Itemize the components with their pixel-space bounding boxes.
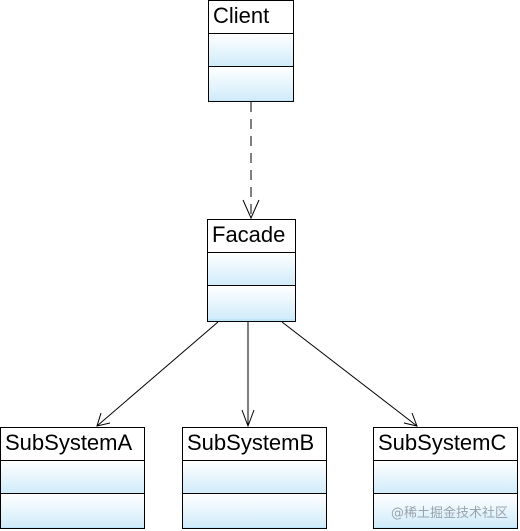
subsystem-c-class-name: SubSystemC — [374, 428, 517, 461]
facade-attributes-compartment — [208, 253, 295, 286]
subsystem-a-operations-compartment — [1, 494, 144, 527]
subsystem-a-class-name: SubSystemA — [1, 428, 144, 461]
client-operations-compartment — [209, 67, 293, 100]
subsystem-c-class-box[interactable]: SubSystemC — [373, 427, 518, 529]
subsystem-a-class-box[interactable]: SubSystemA — [0, 427, 145, 529]
subsystem-b-operations-compartment — [183, 494, 326, 527]
facade-class-box[interactable]: Facade — [207, 219, 296, 322]
client-class-name: Client — [209, 1, 293, 34]
subsystem-b-attributes-compartment — [183, 461, 326, 494]
association-line-facade-subsystem-c — [281, 321, 418, 427]
subsystem-c-attributes-compartment — [374, 461, 517, 494]
subsystem-b-class-name: SubSystemB — [183, 428, 326, 461]
association-line-facade-subsystem-a — [96, 321, 219, 427]
association-arrowhead-subsystem-b — [241, 409, 255, 428]
dependency-arrowhead-facade — [242, 199, 260, 220]
association-arrowhead-subsystem-a — [96, 412, 111, 427]
client-class-box[interactable]: Client — [208, 0, 294, 102]
subsystem-b-class-box[interactable]: SubSystemB — [182, 427, 327, 529]
association-arrowhead-subsystem-c — [403, 412, 418, 427]
watermark-text: @稀土掘金技术社区 — [391, 506, 509, 521]
client-attributes-compartment — [209, 34, 293, 67]
facade-operations-compartment — [208, 286, 295, 319]
subsystem-c-operations-compartment — [374, 494, 517, 527]
subsystem-a-attributes-compartment — [1, 461, 144, 494]
facade-class-name: Facade — [208, 220, 295, 253]
